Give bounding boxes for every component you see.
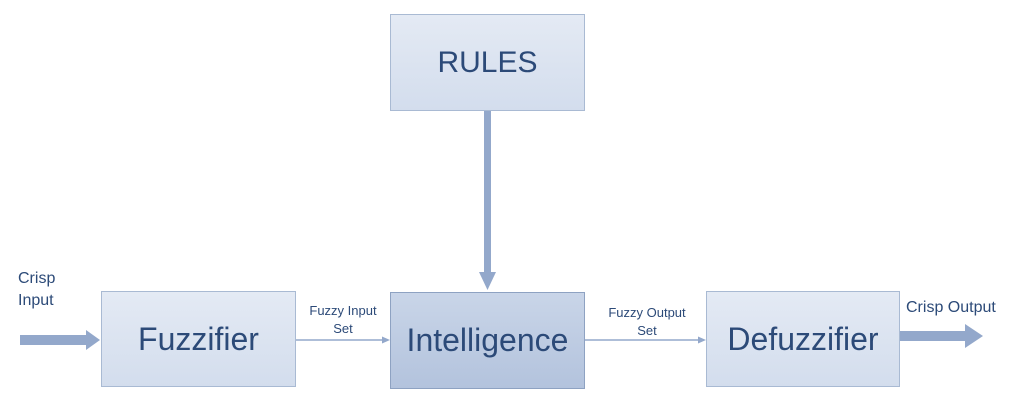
crisp-input-label: Crisp Input [18, 268, 55, 312]
fuzzy-input-set-label: Fuzzy Input Set [302, 302, 384, 338]
fuzzy-input-set-label-line-2: Set [333, 321, 353, 336]
crisp-output-label: Crisp Output [906, 299, 996, 316]
crisp-input-label-line-1: Crisp [18, 270, 56, 287]
fuzzy-output-set-label-line-2: Set [637, 323, 657, 338]
fuzzy-input-set-arrow [296, 336, 390, 344]
fuzzy-input-set-label-line-1: Fuzzy Input [309, 303, 377, 318]
defuzzifier-block-label: Defuzzifier [727, 320, 879, 357]
fuzzifier-block: Fuzzifier [101, 291, 296, 387]
crisp-input-arrow [20, 330, 100, 350]
intelligence-block: Intelligence [390, 292, 585, 389]
defuzzifier-block: Defuzzifier [706, 291, 900, 387]
rules-to-intelligence-arrow [479, 111, 496, 290]
intelligence-block-label: Intelligence [406, 322, 569, 358]
rules-block: RULES [390, 14, 585, 111]
fuzzifier-block-label: Fuzzifier [138, 320, 259, 357]
rules-block-label: RULES [437, 45, 538, 79]
fuzzy-output-set-label: Fuzzy Output Set [600, 304, 694, 340]
crisp-output-arrow [900, 324, 983, 348]
fuzzy-output-set-arrow [585, 336, 706, 344]
fuzzy-output-set-label-line-1: Fuzzy Output [608, 305, 686, 320]
crisp-input-label-line-2: Input [18, 292, 54, 309]
